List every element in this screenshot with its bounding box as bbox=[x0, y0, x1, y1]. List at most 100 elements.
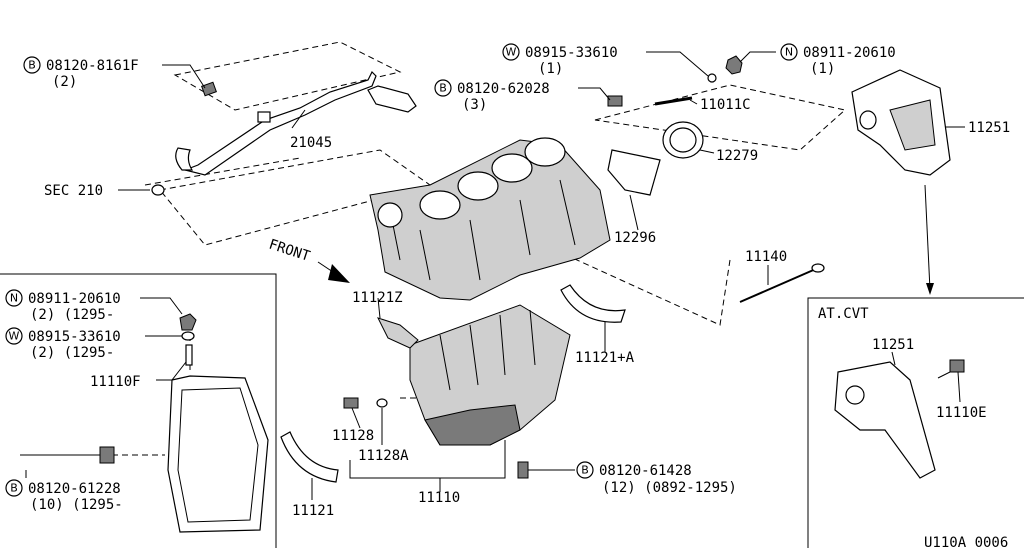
washer-callout-letter: W bbox=[9, 330, 20, 343]
label-11140: 11140 bbox=[745, 249, 787, 265]
oil-pan-sump bbox=[424, 404, 521, 446]
label-21045: 21045 bbox=[290, 135, 332, 151]
label-w2-qty: (2) (1295- bbox=[30, 345, 114, 361]
rear-dash-box bbox=[594, 84, 847, 151]
bearing-11121 bbox=[280, 431, 339, 483]
label-11121: 11121 bbox=[292, 503, 334, 519]
label-b2: 08120-62028 bbox=[457, 81, 550, 97]
leader-w1 bbox=[646, 51, 709, 77]
leader-11128 bbox=[351, 407, 361, 429]
bolt-08120-62028 bbox=[607, 95, 623, 107]
nut-08911 bbox=[725, 55, 743, 75]
atcvt-arrowhead bbox=[926, 283, 934, 295]
leader-11110e bbox=[957, 371, 961, 403]
label-n2-qty: (2) (1295- bbox=[30, 307, 114, 323]
label-11121a: 11121+A bbox=[575, 350, 635, 366]
left-inset-border bbox=[0, 273, 277, 548]
label-11011c: 11011C bbox=[700, 97, 751, 113]
bolt-callout-icon bbox=[434, 79, 452, 97]
label-b1-qty: (2) bbox=[52, 74, 77, 90]
bolt-08120-61228 bbox=[99, 446, 115, 464]
block-ribs bbox=[389, 179, 576, 281]
cylinder-bore-2 bbox=[457, 171, 499, 201]
bolt-callout-icon bbox=[5, 479, 23, 497]
stud-11011c bbox=[654, 96, 693, 106]
label-n1: 08911-20610 bbox=[803, 45, 896, 61]
label-b3: 08120-61428 bbox=[599, 463, 692, 479]
label-11251-rear: 11251 bbox=[968, 120, 1010, 136]
leader-21045 bbox=[291, 109, 306, 129]
rear-plate-shade bbox=[889, 99, 936, 151]
pipe-elbow bbox=[175, 147, 194, 171]
leader-11110 bbox=[349, 440, 506, 492]
leader-b2 bbox=[578, 87, 611, 101]
nut-callout-letter: N bbox=[785, 46, 793, 59]
label-12279: 12279 bbox=[716, 148, 758, 164]
label-b3-qty: (12) (0892-1295) bbox=[602, 480, 737, 496]
atcvt-plate-11251 bbox=[834, 361, 936, 479]
cylinder-bore-3 bbox=[491, 153, 533, 183]
bolt-08120-61428 bbox=[517, 461, 529, 479]
diagram-id: U110A 0006 bbox=[924, 535, 1008, 551]
bolt-11110e-shank bbox=[937, 371, 951, 379]
hose-dash-line bbox=[144, 157, 301, 186]
hose-dash-box bbox=[173, 41, 402, 111]
dipstick-handle bbox=[811, 263, 825, 273]
retainer-12296 bbox=[607, 149, 661, 196]
strainer-11121z bbox=[377, 317, 419, 349]
label-11110e: 11110E bbox=[936, 405, 987, 421]
leader-b4 bbox=[20, 454, 100, 478]
label-w2: 08915-33610 bbox=[28, 329, 121, 345]
label-11121z: 11121Z bbox=[352, 290, 403, 306]
atcvt-inset-border bbox=[807, 297, 1024, 548]
cylinder-bore-4 bbox=[524, 137, 566, 167]
washer-08915-33610-b bbox=[181, 331, 195, 341]
leader-12279 bbox=[699, 149, 715, 154]
label-sec210: SEC 210 bbox=[44, 183, 103, 199]
leader-11011c bbox=[689, 99, 698, 105]
bolt-callout-letter: B bbox=[581, 464, 589, 477]
leader-b1 bbox=[162, 64, 206, 89]
label-n1-qty: (1) bbox=[810, 61, 835, 77]
washer-08915 bbox=[707, 73, 717, 83]
pipe-bracket bbox=[257, 111, 271, 123]
gasket-11110f-outline bbox=[167, 375, 269, 533]
bolt-callout-icon bbox=[23, 56, 41, 74]
bolt-11110e bbox=[949, 359, 965, 373]
bolt-callout-letter: B bbox=[10, 482, 18, 495]
nut-08911-20610-b bbox=[179, 313, 197, 331]
label-atcvt: AT.CVT bbox=[818, 306, 869, 322]
dipstick-dash bbox=[554, 249, 731, 326]
washer-11128a bbox=[376, 398, 388, 408]
label-b4: 08120-61228 bbox=[28, 481, 121, 497]
cylinder-bore-1 bbox=[419, 190, 461, 220]
label-b1: 08120-8161F bbox=[46, 58, 139, 74]
sec210-ring bbox=[151, 184, 165, 196]
atcvt-pointer bbox=[924, 184, 931, 291]
label-11128: 11128 bbox=[332, 428, 374, 444]
water-pipe-21045 bbox=[183, 70, 377, 176]
dipstick-11140 bbox=[739, 267, 819, 303]
label-n2: 08911-20610 bbox=[28, 291, 121, 307]
nut-callout-icon bbox=[780, 43, 798, 61]
oil-pan-ribs bbox=[439, 309, 536, 391]
label-w1-qty: (1) bbox=[538, 61, 563, 77]
leader-11110f bbox=[156, 361, 187, 381]
leader-12296 bbox=[629, 194, 639, 231]
bolt-callout-letter: B bbox=[28, 59, 36, 72]
bolt-11128 bbox=[343, 397, 359, 409]
nut-callout-letter: N bbox=[10, 292, 18, 305]
seal-12279-inner bbox=[669, 127, 697, 153]
block-front-boss bbox=[377, 202, 403, 228]
cylinder-block bbox=[369, 139, 611, 301]
label-b2-qty: (3) bbox=[462, 97, 487, 113]
label-11110: 11110 bbox=[418, 490, 460, 506]
front-arrow-head bbox=[328, 264, 350, 283]
pipe-outlet bbox=[367, 85, 417, 113]
bolt-callout-icon bbox=[576, 461, 594, 479]
label-11128a: 11128A bbox=[358, 448, 409, 464]
washer-callout-icon bbox=[5, 327, 23, 345]
leader-n1 bbox=[739, 51, 776, 63]
